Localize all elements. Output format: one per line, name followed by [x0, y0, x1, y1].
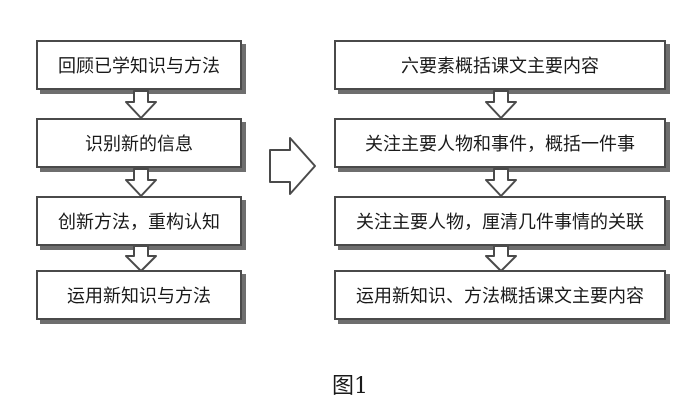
left-step-2-label: 识别新的信息	[85, 134, 193, 155]
left-step-3: 创新方法，重构认知	[36, 196, 242, 246]
right-step-1-label: 六要素概括课文主要内容	[401, 56, 599, 77]
right-step-4-label: 运用新知识、方法概括课文主要内容	[356, 286, 644, 307]
right-down-arrow-3	[485, 245, 517, 272]
left-step-3-label: 创新方法，重构认知	[58, 212, 220, 233]
left-step-1-label: 回顾已学知识与方法	[58, 56, 220, 77]
right-down-arrow-2	[485, 168, 517, 197]
left-step-2: 识别新的信息	[36, 118, 242, 168]
left-down-arrow-2	[125, 168, 157, 197]
right-arrow-icon	[269, 137, 316, 195]
right-step-4: 运用新知识、方法概括课文主要内容	[334, 270, 666, 320]
right-down-arrow-1	[485, 90, 517, 119]
right-step-1: 六要素概括课文主要内容	[334, 40, 666, 90]
left-down-arrow-3	[125, 245, 157, 272]
left-down-arrow-1	[125, 90, 157, 119]
right-step-2-label: 关注主要人物和事件，概括一件事	[365, 134, 635, 155]
left-step-1: 回顾已学知识与方法	[36, 40, 242, 90]
right-step-3-label: 关注主要人物，厘清几件事情的关联	[356, 212, 644, 233]
right-step-2: 关注主要人物和事件，概括一件事	[334, 118, 666, 168]
left-step-4: 运用新知识与方法	[36, 270, 242, 320]
left-step-4-label: 运用新知识与方法	[67, 286, 211, 307]
figure-caption: 图1	[332, 374, 368, 399]
right-step-3: 关注主要人物，厘清几件事情的关联	[334, 196, 666, 246]
